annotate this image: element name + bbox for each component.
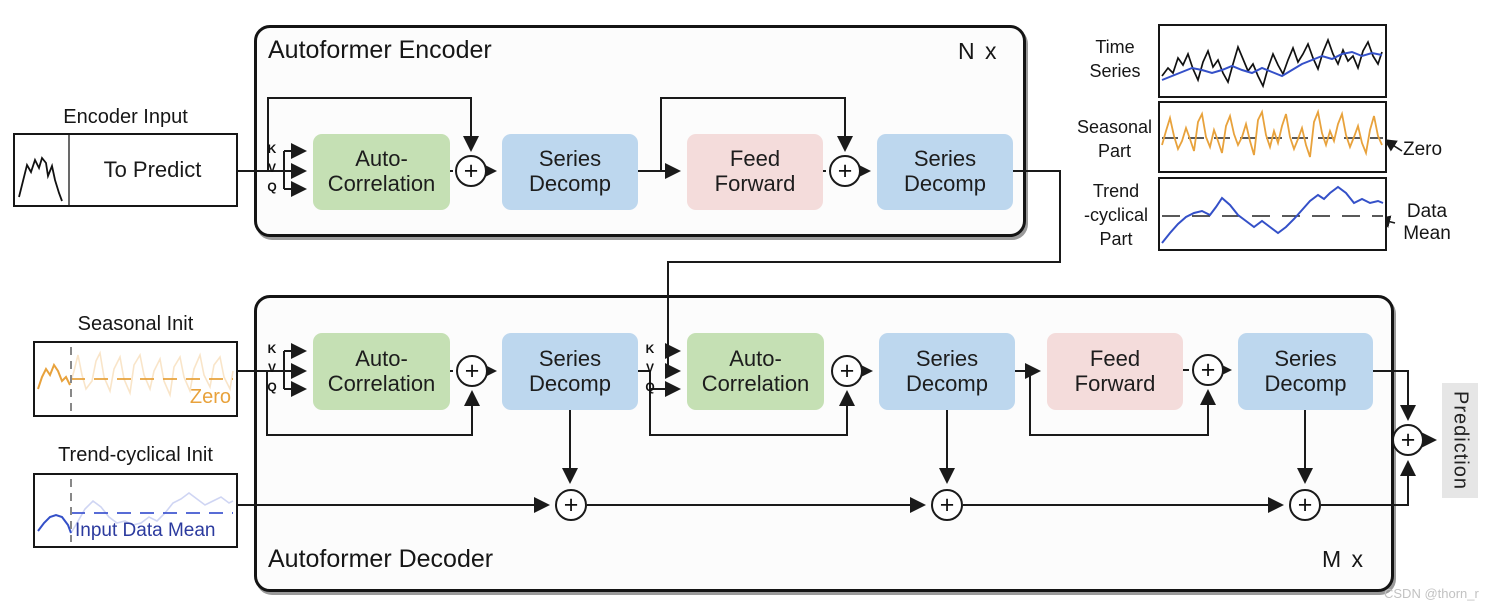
encoder-title: Autoformer Encoder <box>268 36 492 64</box>
k-label: K <box>267 342 277 356</box>
enc-plus-2: + <box>829 155 861 187</box>
trend-init-box: Input Data Mean <box>33 473 238 548</box>
enc-series-decomp-1-block: Series Decomp <box>502 134 638 210</box>
encoder-kvq-labels: K V Q <box>263 140 281 197</box>
trend-plus-2: + <box>931 489 963 521</box>
trend-plus-1: + <box>555 489 587 521</box>
decoder-title: Autoformer Decoder <box>268 545 494 573</box>
watermark: CSDN @thorn_r <box>1384 586 1479 601</box>
v-label: V <box>267 161 276 175</box>
dec-auto-correlation-1-block: Auto- Correlation <box>313 333 450 410</box>
zero-annotation-arrow <box>1383 139 1403 152</box>
k-label: K <box>645 342 655 356</box>
v-label: V <box>267 361 276 375</box>
seasonal-init-waveform <box>37 347 234 411</box>
seasonal-init-zero-text: Zero <box>189 386 231 408</box>
seasonal-part-plot <box>1158 101 1387 173</box>
trend-init-label: Trend-cyclical Init <box>58 444 213 466</box>
seasonal-part-label: Seasonal Part <box>1076 117 1153 161</box>
decoder-kvq-labels-2: K V Q <box>641 340 659 397</box>
encoder-input-box: To Predict <box>13 133 238 207</box>
seasonal-part-waveform <box>1161 108 1383 158</box>
trend-init-waveform <box>37 479 234 542</box>
q-label: Q <box>267 380 277 394</box>
k-label: K <box>267 142 277 156</box>
encoder-repeat-label: N x <box>958 38 999 64</box>
time-series-waveform <box>1161 37 1383 89</box>
decoder-kvq-labels-1: K V Q <box>263 340 281 397</box>
enc-plus-1: + <box>455 155 487 187</box>
dec-plus-1: + <box>456 355 488 387</box>
encoder-input-sparkline <box>18 135 70 205</box>
trend-part-plot <box>1158 177 1387 251</box>
zero-annotation: Zero <box>1403 139 1443 160</box>
trend-part-waveform <box>1161 185 1384 244</box>
prediction-output: Prediction <box>1442 383 1478 498</box>
dec-plus-2: + <box>831 355 863 387</box>
decoder-repeat-label: M x <box>1322 546 1366 572</box>
output-plus: + <box>1392 424 1424 456</box>
time-series-label: Time Series <box>1089 37 1141 81</box>
q-label: Q <box>267 180 277 194</box>
trend-plus-3: + <box>1289 489 1321 521</box>
encoder-input-label: Encoder Input <box>63 106 188 128</box>
seasonal-init-box: Zero <box>33 341 238 417</box>
v-label: V <box>645 361 654 375</box>
dec-series-decomp-2-block: Series Decomp <box>879 333 1015 410</box>
dec-series-decomp-3-block: Series Decomp <box>1238 333 1373 410</box>
dec-series-decomp-1-block: Series Decomp <box>502 333 638 410</box>
enc-series-decomp-2-block: Series Decomp <box>877 134 1013 210</box>
time-series-plot <box>1158 24 1387 98</box>
trend-init-mean-text: Input Data Mean <box>75 520 216 541</box>
prediction-label: Prediction <box>1449 391 1472 490</box>
enc-auto-correlation-block: Auto- Correlation <box>313 134 450 210</box>
seasonal-init-label: Seasonal Init <box>77 313 194 335</box>
trend-part-label: Trend -cyclical Part <box>1083 181 1148 249</box>
dec-auto-correlation-2-block: Auto- Correlation <box>687 333 824 410</box>
dec-plus-3: + <box>1192 354 1224 386</box>
dec-feed-forward-block: Feed Forward <box>1047 333 1183 410</box>
data-mean-annotation: Data Mean <box>1403 201 1451 244</box>
encoder-input-text: To Predict <box>103 157 202 182</box>
enc-feed-forward-block: Feed Forward <box>687 134 823 210</box>
q-label: Q <box>645 380 655 394</box>
